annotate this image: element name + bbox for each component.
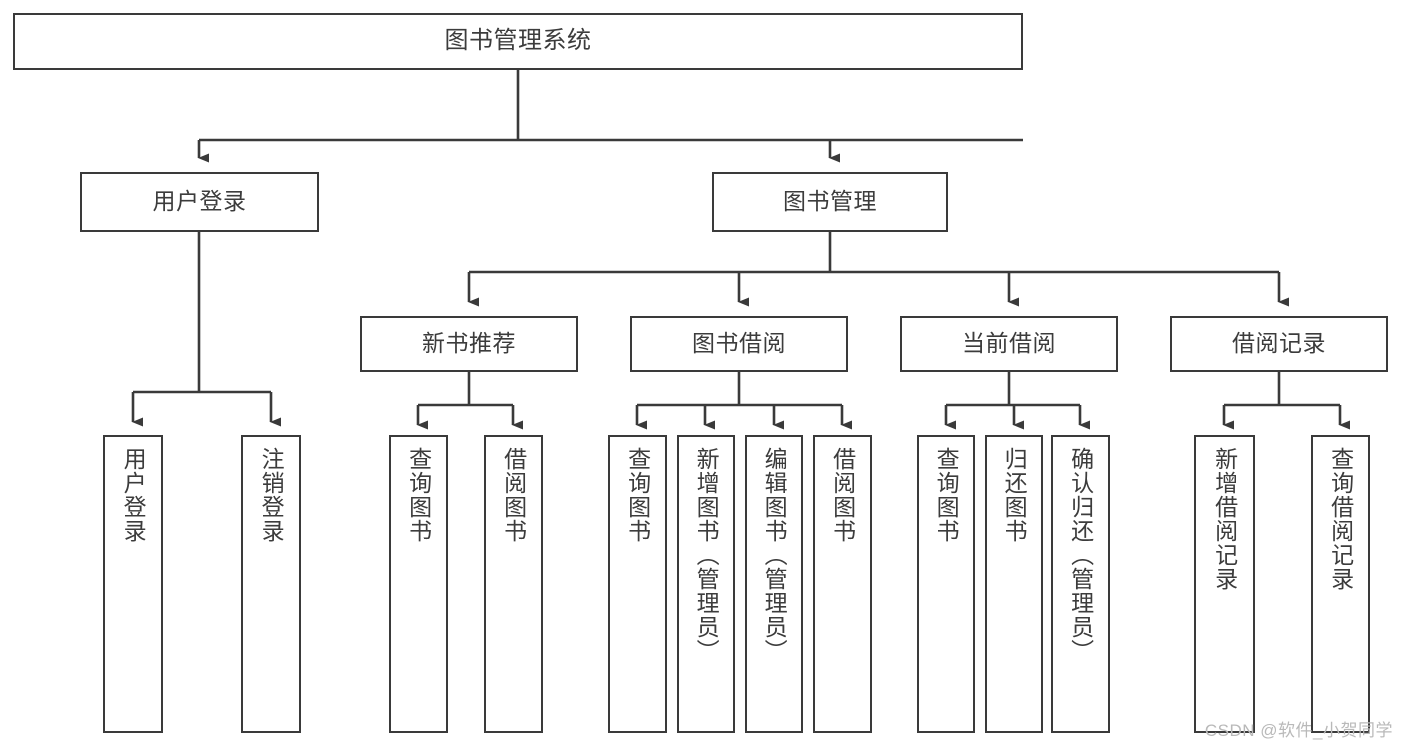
node-borrow-record[interactable]: 借阅记录	[1170, 316, 1388, 372]
node-leaf-query-book-1-label: 查询图书	[405, 447, 432, 543]
node-leaf-logout-login[interactable]: 注销登录	[241, 435, 301, 733]
node-borrow-record-label: 借阅记录	[1232, 330, 1326, 357]
node-leaf-query-book-1[interactable]: 查询图书	[389, 435, 448, 733]
node-leaf-query-borrow-record-label: 查询借阅记录	[1327, 447, 1354, 591]
node-leaf-edit-book-admin-label: 编辑图书（管理员）	[761, 447, 788, 663]
node-leaf-user-login[interactable]: 用户登录	[103, 435, 163, 733]
node-leaf-confirm-return-admin[interactable]: 确认归还（管理员）	[1051, 435, 1110, 733]
node-user-login-label: 用户登录	[152, 188, 247, 215]
node-new-book-recommend[interactable]: 新书推荐	[360, 316, 578, 372]
node-current-borrow[interactable]: 当前借阅	[900, 316, 1118, 372]
node-leaf-borrow-book-2-label: 借阅图书	[829, 447, 856, 543]
node-book-borrow[interactable]: 图书借阅	[630, 316, 848, 372]
csdn-watermark: CSDN @软件_小贺同学	[1204, 721, 1393, 740]
node-leaf-return-book[interactable]: 归还图书	[985, 435, 1043, 733]
node-leaf-edit-book-admin[interactable]: 编辑图书（管理员）	[745, 435, 803, 733]
node-leaf-add-borrow-record[interactable]: 新增借阅记录	[1194, 435, 1255, 733]
node-leaf-add-borrow-record-label: 新增借阅记录	[1211, 447, 1238, 591]
node-leaf-return-book-label: 归还图书	[1001, 447, 1028, 543]
node-book-borrow-label: 图书借阅	[692, 330, 786, 357]
node-leaf-query-book-2-label: 查询图书	[624, 447, 651, 543]
node-leaf-borrow-book-1-label: 借阅图书	[500, 447, 527, 543]
node-leaf-confirm-return-admin-label: 确认归还（管理员）	[1067, 447, 1094, 663]
node-leaf-query-book-3[interactable]: 查询图书	[917, 435, 975, 733]
node-book-manage-label: 图书管理	[783, 188, 877, 215]
node-leaf-logout-login-label: 注销登录	[258, 447, 285, 543]
node-user-login[interactable]: 用户登录	[80, 172, 319, 232]
node-leaf-borrow-book-2[interactable]: 借阅图书	[813, 435, 872, 733]
node-leaf-user-login-label: 用户登录	[120, 447, 147, 543]
node-leaf-query-book-2[interactable]: 查询图书	[608, 435, 667, 733]
node-leaf-query-book-3-label: 查询图书	[933, 447, 960, 543]
node-leaf-add-book-admin-label: 新增图书（管理员）	[693, 447, 720, 663]
node-leaf-borrow-book-1[interactable]: 借阅图书	[484, 435, 543, 733]
node-book-manage[interactable]: 图书管理	[712, 172, 948, 232]
node-new-book-recommend-label: 新书推荐	[422, 330, 516, 357]
node-root-system[interactable]: 图书管理系统	[13, 13, 1023, 70]
node-current-borrow-label: 当前借阅	[962, 330, 1056, 357]
node-leaf-add-book-admin[interactable]: 新增图书（管理员）	[677, 435, 735, 733]
node-root-system-label: 图书管理系统	[444, 27, 592, 55]
node-leaf-query-borrow-record[interactable]: 查询借阅记录	[1311, 435, 1370, 733]
